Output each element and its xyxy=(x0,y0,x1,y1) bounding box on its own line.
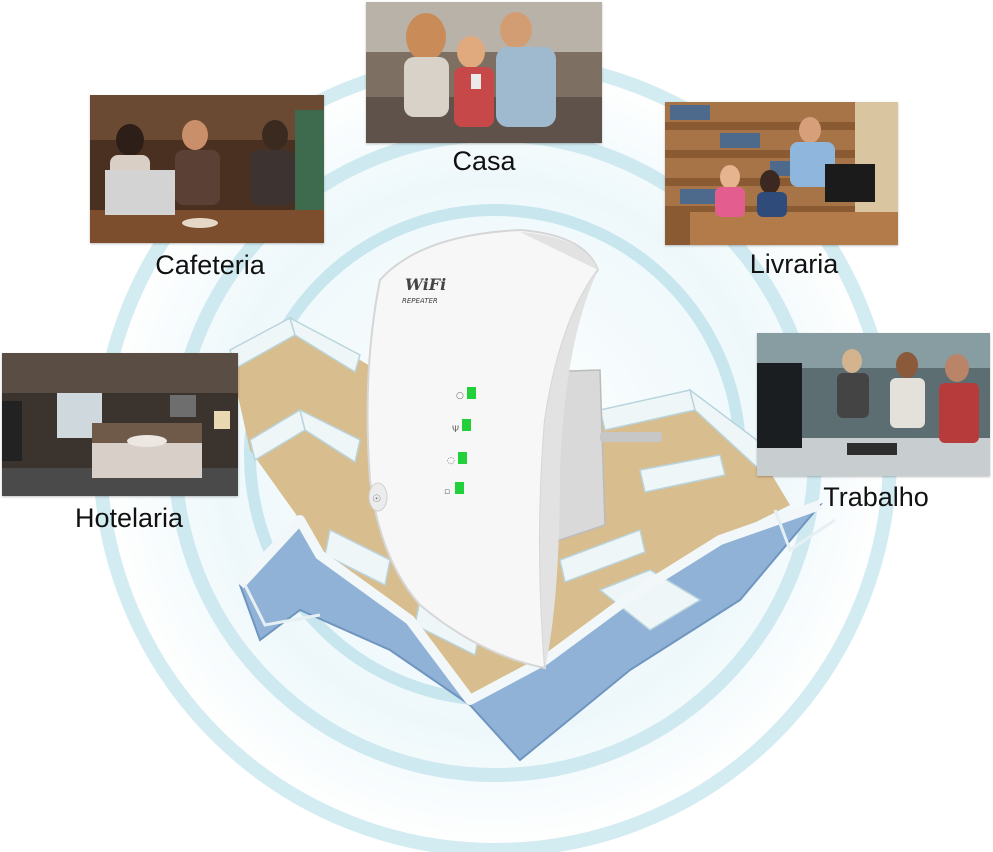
location-photo-trabalho xyxy=(757,333,990,476)
wps-status-icon: Ψ xyxy=(452,425,459,435)
power-status-icon: ○ xyxy=(456,391,464,401)
lan-led xyxy=(455,482,464,494)
family-photo-icon xyxy=(366,2,602,143)
lan-status-icon: ▫ xyxy=(444,487,450,497)
wifi-led xyxy=(458,452,467,464)
location-label-trabalho: Trabalho xyxy=(823,482,929,512)
location-label-livraria: Livraria xyxy=(749,249,839,279)
location-label-cafeteria: Cafeteria xyxy=(155,250,265,280)
location-photo-livraria xyxy=(665,102,898,245)
location-photo-cafeteria xyxy=(90,95,324,243)
location-photo-hotelaria xyxy=(2,353,238,496)
office-photo-icon xyxy=(757,333,990,476)
hotel-room-photo-icon xyxy=(2,353,238,496)
wps-button xyxy=(368,482,388,512)
power-led xyxy=(467,387,476,399)
location-label-hotelaria: Hotelaria xyxy=(74,503,184,533)
location-label-casa: Casa xyxy=(452,146,516,176)
cafe-photo-icon xyxy=(90,95,324,243)
plug-pin xyxy=(600,432,662,442)
wifi-status-icon: ◌ xyxy=(447,456,455,466)
wifi-repeater-device: WiFi REPEATER ○ Ψ ◌ ▫ ☉ xyxy=(366,228,600,670)
wps-button-icon: ☉ xyxy=(372,494,381,505)
library-photo-icon xyxy=(665,102,898,245)
repeater-logo-subtext: REPEATER xyxy=(402,297,438,305)
location-photo-casa xyxy=(366,2,602,143)
wifi-logo: WiFi xyxy=(405,275,446,294)
wps-led xyxy=(462,419,471,431)
